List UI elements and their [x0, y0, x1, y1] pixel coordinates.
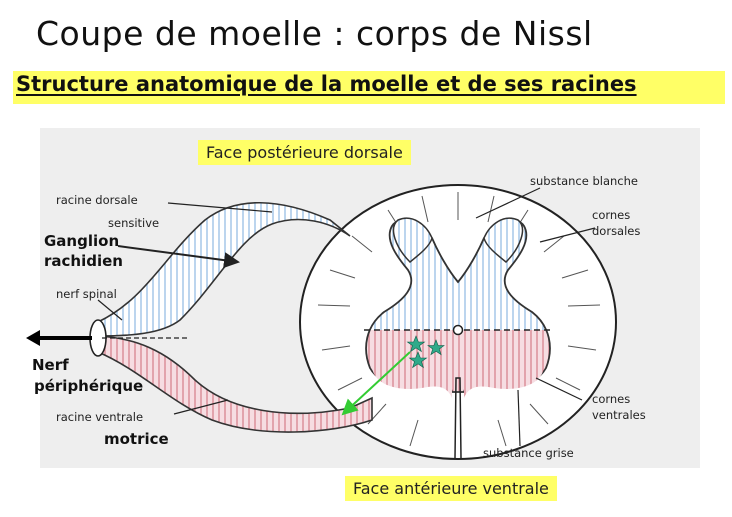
nerf-label: Nerf: [32, 356, 69, 374]
sensitive-label: sensitive: [108, 216, 159, 230]
racine-dorsale-label: racine dorsale: [56, 193, 138, 207]
cornes-dorsales-label-2: dorsales: [592, 224, 640, 238]
nerf-spinal-label: nerf spinal: [56, 287, 117, 301]
nerf-peripherique-arrowhead: [26, 330, 40, 346]
substance-grise-label: substance grise: [483, 446, 574, 460]
cornes-ventrales-label-2: ventrales: [592, 408, 646, 422]
cornes-ventrales-label-1: cornes: [592, 392, 630, 406]
motrice-label: motrice: [104, 430, 169, 448]
face-posterieure-label: Face postérieure dorsale: [198, 140, 411, 165]
ganglion-label: Ganglion: [44, 232, 119, 250]
central-canal: [454, 326, 463, 335]
face-anterieure-label: Face antérieure ventrale: [345, 476, 557, 501]
rachidien-label: rachidien: [44, 252, 123, 270]
cornes-dorsales-label-1: cornes: [592, 208, 630, 222]
peripherique-label: périphérique: [34, 377, 143, 395]
substance-blanche-label: substance blanche: [530, 174, 638, 188]
racine-ventrale-label: racine ventrale: [56, 410, 143, 424]
